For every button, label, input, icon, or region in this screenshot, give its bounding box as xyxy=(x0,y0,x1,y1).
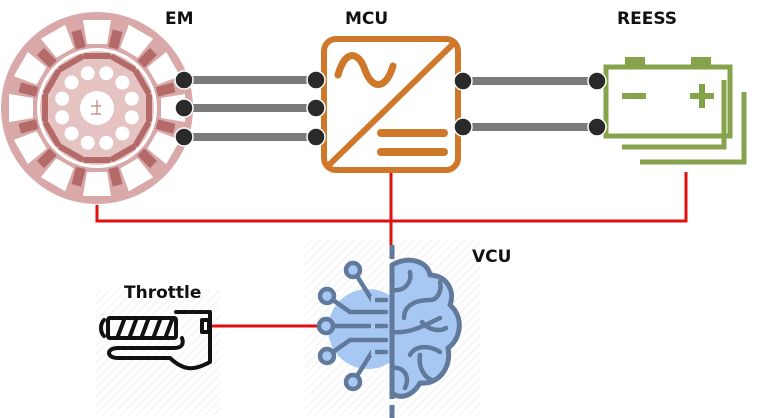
terminal-dot xyxy=(174,98,194,118)
em-label: EM xyxy=(165,9,194,29)
throttle-background xyxy=(96,290,221,415)
reess-battery-icon xyxy=(603,57,747,165)
throttle-label: Throttle xyxy=(124,283,201,303)
terminal-dot xyxy=(306,98,326,118)
phase-wires xyxy=(184,76,316,141)
terminal-dot xyxy=(453,71,473,91)
terminal-dot xyxy=(587,117,607,137)
terminal-dot xyxy=(306,70,326,90)
terminal-dot xyxy=(306,127,326,147)
terminals xyxy=(174,70,607,147)
reess-label: REESS xyxy=(617,9,677,29)
em-motor-icon xyxy=(1,12,193,204)
terminal-dot xyxy=(453,117,473,137)
vcu-brain-icon xyxy=(316,245,462,418)
throttle-icon xyxy=(99,310,212,371)
mcu-inverter-icon xyxy=(321,36,461,173)
terminal-dot xyxy=(587,71,607,91)
signal-bus xyxy=(95,172,688,328)
mcu-label: MCU xyxy=(345,9,388,29)
terminal-dot xyxy=(174,70,194,90)
dc-wires xyxy=(463,77,597,131)
vcu-label: VCU xyxy=(472,247,511,267)
terminal-dot xyxy=(174,127,194,147)
